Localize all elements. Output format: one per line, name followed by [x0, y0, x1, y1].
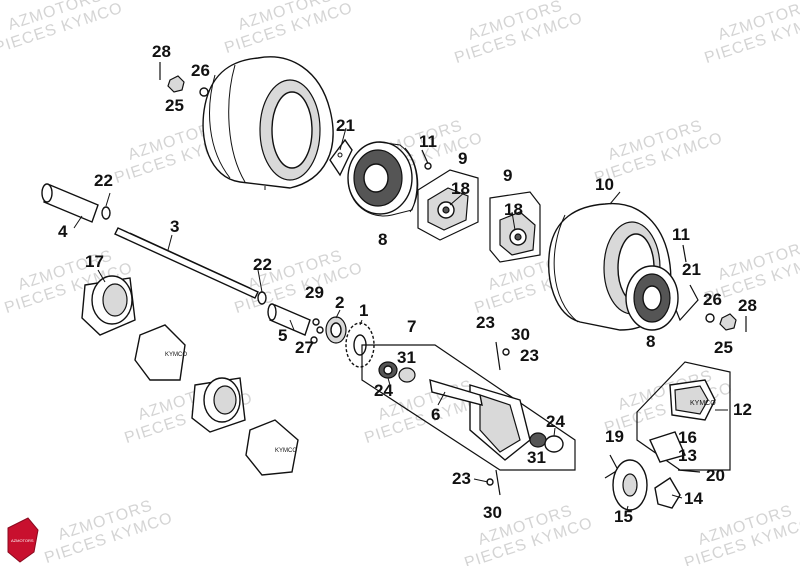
hub-cap-17-d: KYMCO [245, 419, 299, 476]
washer-26-top [199, 87, 209, 97]
nut-25-top [167, 75, 185, 93]
bolt-11-top [421, 149, 432, 170]
callout-4: 4 [58, 222, 68, 241]
hub-box-9-right [489, 191, 541, 263]
sprocket-hub-2 [325, 316, 347, 344]
washer-26-right [705, 313, 715, 323]
brake-disc-15 [612, 459, 648, 511]
callout-18: 18 [451, 179, 470, 198]
callout-7: 7 [407, 317, 416, 336]
callout-12: 12 [733, 400, 752, 419]
callout-18: 18 [504, 200, 523, 219]
callout-3: 3 [170, 217, 179, 236]
hub-cap-label: KYMCO [275, 448, 297, 454]
callout-11: 11 [672, 225, 690, 244]
callout-20: 20 [706, 466, 725, 485]
hub-cap-17-a [81, 275, 136, 336]
callout-6: 6 [431, 405, 440, 424]
callout-23: 23 [476, 313, 495, 332]
callout-23: 23 [520, 346, 539, 365]
callout-19: 19 [605, 427, 624, 446]
callout-5: 5 [278, 326, 287, 345]
callout-30: 30 [511, 325, 530, 344]
callout-11: 11 [419, 132, 437, 151]
rear-axle-3 [114, 227, 259, 299]
callout-25: 25 [165, 96, 184, 115]
callout-28: 28 [152, 42, 171, 61]
callout-1: 1 [359, 301, 368, 320]
callout-24: 24 [374, 381, 393, 400]
disc-hub-14 [654, 477, 681, 509]
callout-9: 9 [458, 149, 467, 168]
caliper-label: KYMCO [690, 400, 716, 407]
callout-31: 31 [397, 348, 416, 367]
callout-14: 14 [684, 489, 703, 508]
bolt-20 [677, 469, 701, 473]
hub-cap-label: KYMCO [165, 352, 187, 358]
gasket-21-top [329, 138, 353, 177]
callout-17: 17 [85, 252, 104, 271]
callout-24: 24 [546, 412, 565, 431]
callout-numbers: 28 26 25 21 11 9 18 8 22 4 3 17 9 18 10 … [58, 42, 757, 526]
nut-27 [310, 336, 318, 344]
callout-22: 22 [253, 255, 272, 274]
callout-8: 8 [646, 332, 655, 351]
bolt-11-right [682, 244, 687, 263]
leader-lines [73, 127, 728, 511]
spacer-tube-5 [267, 303, 311, 336]
gasket-21-right [675, 284, 699, 322]
callout-31: 31 [527, 448, 546, 467]
rim-right [625, 265, 679, 331]
callout-9: 9 [503, 166, 512, 185]
logo-text: AZMOTORS [11, 538, 34, 543]
callout-26: 26 [191, 61, 210, 80]
callout-28: 28 [738, 296, 757, 315]
rim-top [347, 141, 419, 217]
azmotors-logo: AZMOTORS [7, 517, 39, 563]
callout-27: 27 [295, 338, 314, 357]
callout-15: 15 [614, 507, 633, 526]
hub-cap-17-c [191, 377, 246, 433]
callout-29: 29 [305, 283, 324, 302]
callout-13: 13 [678, 446, 697, 465]
bolt-29 [312, 318, 324, 334]
callout-21: 21 [336, 116, 355, 135]
callout-26: 26 [703, 290, 722, 309]
callout-8: 8 [378, 230, 387, 249]
brake-caliper-assembly-12: KYMCO [636, 361, 731, 471]
spacer-tube-4 [41, 183, 99, 223]
hub-cap-17-b: KYMCO [134, 324, 187, 381]
washer-22-left [101, 206, 111, 220]
hub-box-9-top [417, 169, 479, 241]
callout-23: 23 [452, 469, 471, 488]
washer-22-right [257, 291, 267, 305]
callout-10: 10 [595, 175, 614, 194]
callout-30: 30 [483, 503, 502, 522]
callout-2: 2 [335, 293, 344, 312]
axle-housing-assembly-7 [361, 341, 576, 496]
callout-25: 25 [714, 338, 733, 357]
callout-21: 21 [682, 260, 701, 279]
left-tire [202, 56, 334, 190]
callout-22: 22 [94, 171, 113, 190]
nut-25-right [719, 313, 737, 331]
callout-16: 16 [678, 428, 697, 447]
